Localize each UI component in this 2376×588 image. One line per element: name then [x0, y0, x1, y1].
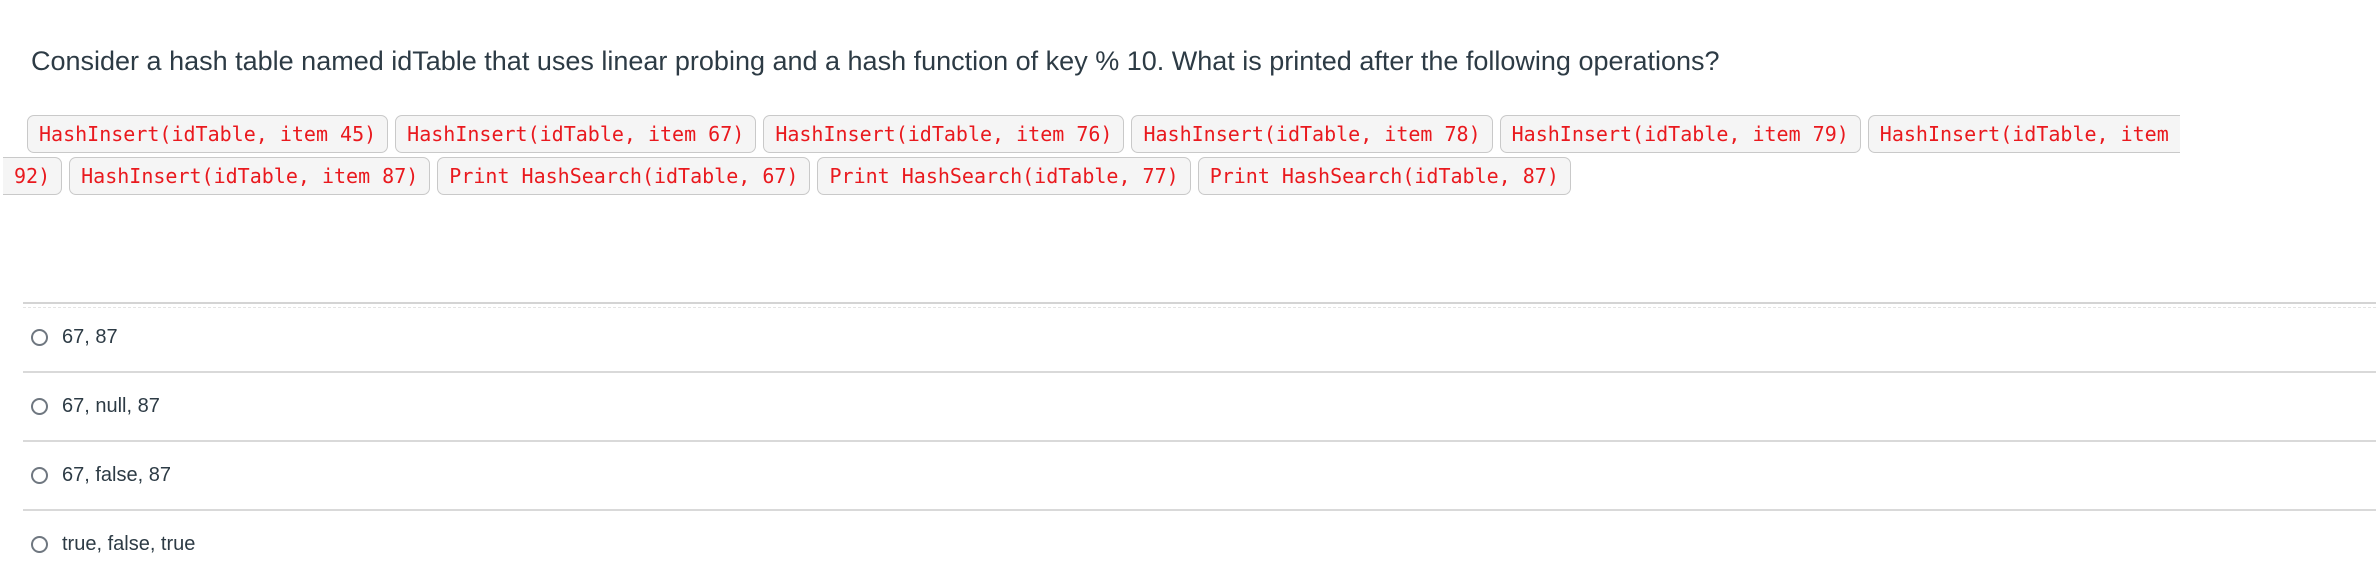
question-text: Consider a hash table named idTable that…: [31, 46, 1720, 76]
radio-button[interactable]: [31, 398, 48, 415]
radio-button[interactable]: [31, 467, 48, 484]
answer-option-3[interactable]: 67, false, 87: [23, 440, 2376, 509]
code-chip: HashInsert(idTable, item 78): [1131, 115, 1493, 153]
answer-option-1[interactable]: 67, 87: [23, 302, 2376, 371]
code-chip-wrapped-start: HashInsert(idTable, item: [1867, 115, 2180, 153]
code-chip: Print HashSearch(idTable, 77): [817, 157, 1191, 195]
code-chip: HashInsert(idTable, item 79): [1499, 115, 1861, 153]
code-chip: Print HashSearch(idTable, 87): [1197, 157, 1571, 195]
answer-label[interactable]: 67, null, 87: [62, 395, 160, 417]
code-operations: HashInsert(idTable, item 45) HashInsert(…: [0, 115, 2376, 199]
answer-label[interactable]: 67, false, 87: [62, 464, 171, 486]
answer-label[interactable]: true, false, true: [62, 533, 196, 555]
code-row: 92) HashInsert(idTable, item 87) Print H…: [0, 157, 2376, 195]
answer-list: 67, 87 67, null, 87 67, false, 87 true, …: [0, 302, 2376, 578]
code-chip: Print HashSearch(idTable, 67): [437, 157, 811, 195]
code-chip: HashInsert(idTable, item 87): [69, 157, 431, 195]
radio-button[interactable]: [31, 536, 48, 553]
answer-label[interactable]: 67, 87: [62, 326, 118, 348]
answer-option-4[interactable]: true, false, true: [23, 509, 2376, 578]
radio-button[interactable]: [31, 329, 48, 346]
code-chip: HashInsert(idTable, item 45): [27, 115, 389, 153]
code-chip-wrapped-end: 92): [3, 157, 63, 195]
code-row: HashInsert(idTable, item 45) HashInsert(…: [0, 115, 2376, 153]
code-chip: HashInsert(idTable, item 67): [395, 115, 757, 153]
code-chip: HashInsert(idTable, item 76): [763, 115, 1125, 153]
answer-option-2[interactable]: 67, null, 87: [23, 371, 2376, 440]
